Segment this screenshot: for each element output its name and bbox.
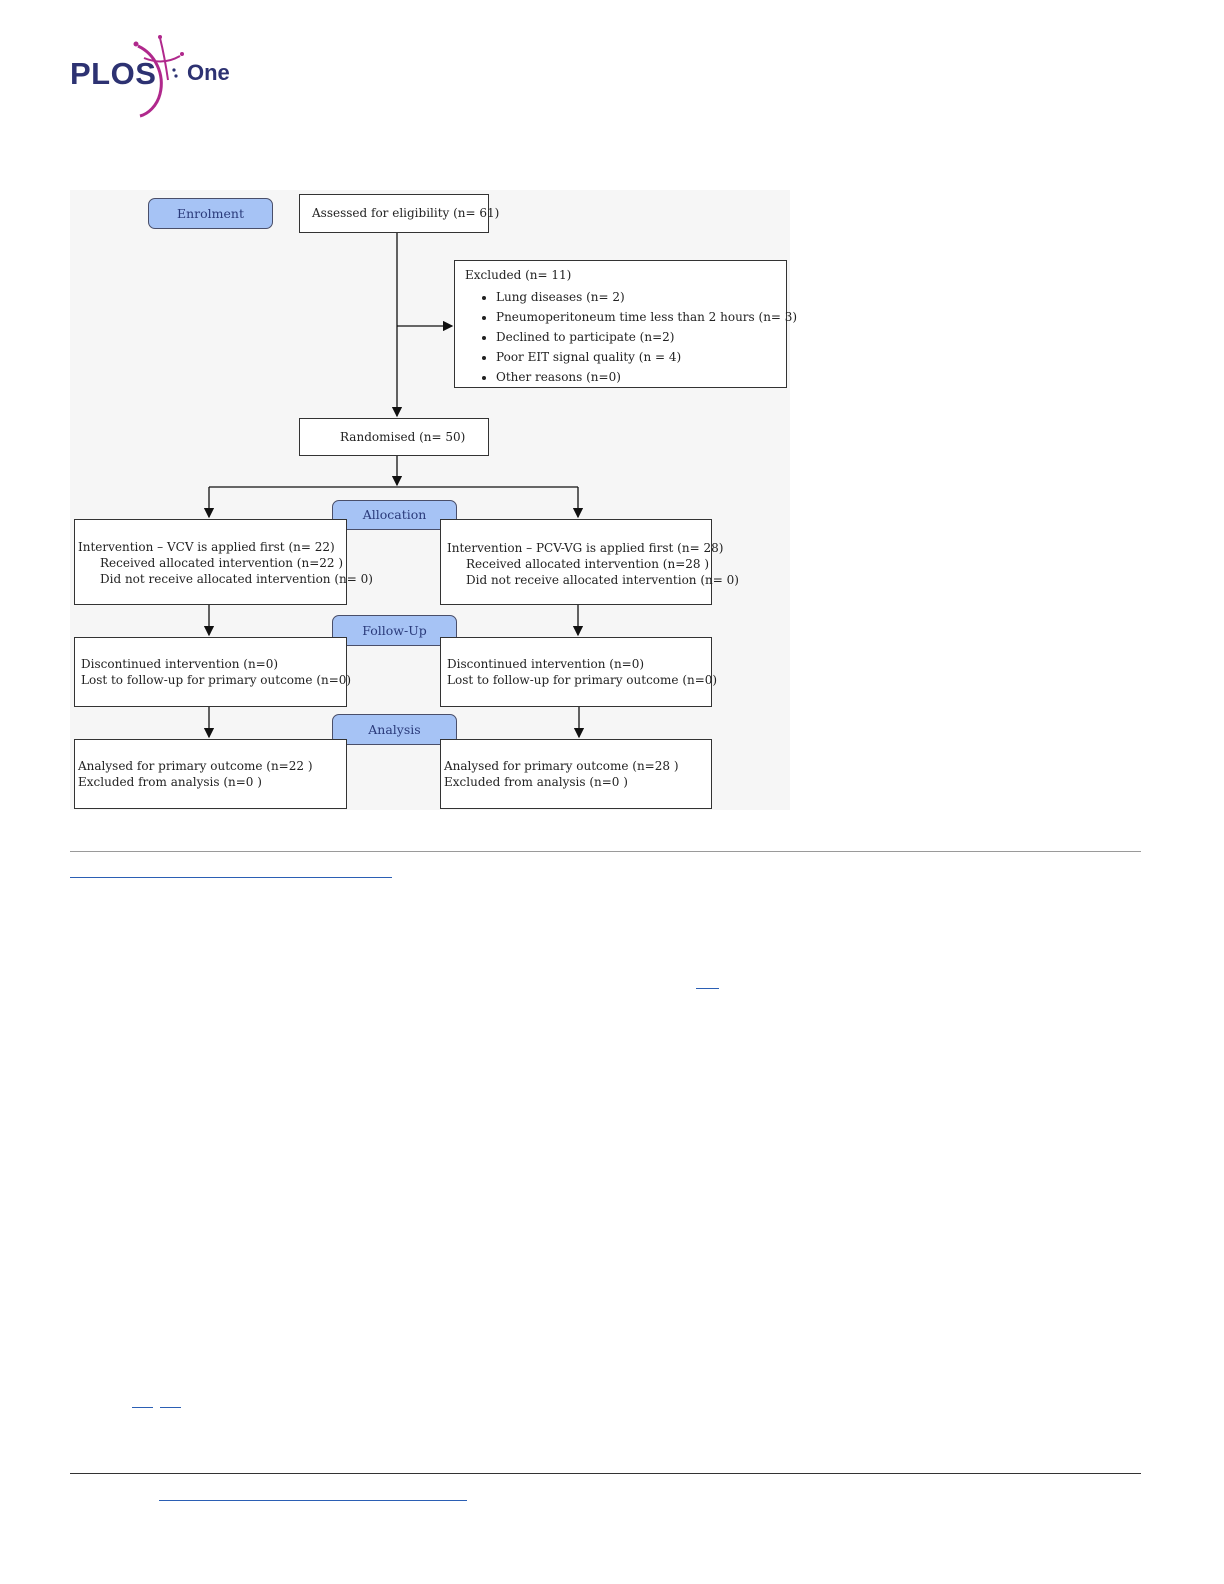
assessed-box: Assessed for eligibility (n= 61) [299, 194, 499, 233]
follow-up-left-line: Lost to follow-up for primary outcome (n… [81, 673, 352, 687]
stage-analysis: Analysis [332, 714, 457, 745]
allocation-right-line: Intervention – PCV-VG is applied first (… [447, 541, 724, 555]
randomised-text: Randomised (n= 50) [340, 430, 466, 444]
reference-link-underline[interactable] [132, 1407, 153, 1408]
excluded-reason: Declined to participate (n=2) [496, 327, 797, 347]
allocation-right-line: Did not receive allocated intervention (… [466, 573, 739, 587]
excluded-box: Excluded (n= 11) Lung diseases (n= 2) Pn… [454, 260, 797, 388]
stage-allocation-label: Allocation [362, 507, 427, 522]
excluded-reason: Other reasons (n=0) [496, 367, 797, 387]
assessed-text: Assessed for eligibility (n= 61) [312, 206, 500, 220]
stage-enrolment: Enrolment [148, 198, 273, 229]
stage-follow-up: Follow-Up [332, 615, 457, 646]
reference-link-underline[interactable] [696, 988, 719, 989]
excluded-reason: Lung diseases (n= 2) [496, 287, 797, 307]
figure-link-underline[interactable] [70, 877, 392, 878]
excluded-reasons-list: Lung diseases (n= 2) Pneumoperitoneum ti… [474, 287, 797, 387]
allocation-right-box: Intervention – PCV-VG is applied first (… [440, 519, 739, 605]
reference-link-underline[interactable] [160, 1407, 181, 1408]
excluded-reason: Poor EIT signal quality (n = 4) [496, 347, 797, 367]
caption-divider [70, 851, 1141, 852]
stage-enrolment-label: Enrolment [177, 206, 244, 221]
follow-up-right-box: Discontinued intervention (n=0) Lost to … [440, 637, 717, 707]
logo-wordmark: PLOS [70, 56, 157, 91]
randomised-box: Randomised (n= 50) [299, 418, 489, 456]
follow-up-right-line: Lost to follow-up for primary outcome (n… [447, 673, 718, 687]
logo-swirl-icon [133, 35, 184, 118]
allocation-left-box: Intervention – VCV is applied first (n= … [74, 519, 373, 605]
follow-up-left-line: Discontinued intervention (n=0) [81, 657, 279, 671]
logo-subtitle: One [187, 60, 230, 85]
allocation-left-line: Intervention – VCV is applied first (n= … [78, 540, 335, 554]
excluded-reason: Pneumoperitoneum time less than 2 hours … [496, 307, 797, 327]
allocation-left-line: Did not receive allocated intervention (… [100, 572, 373, 586]
footer-link-underline[interactable] [159, 1500, 467, 1501]
analysis-right-box: Analysed for primary outcome (n=28 ) Exc… [440, 739, 712, 809]
follow-up-right-line: Discontinued intervention (n=0) [447, 657, 645, 671]
analysis-left-line: Excluded from analysis (n=0 ) [78, 775, 262, 789]
follow-up-left-box: Discontinued intervention (n=0) Lost to … [74, 637, 351, 707]
analysis-left-line: Analysed for primary outcome (n=22 ) [78, 759, 313, 773]
consort-flow-diagram: Enrolment Assessed for eligibility (n= 6… [70, 190, 797, 810]
analysis-right-line: Analysed for primary outcome (n=28 ) [444, 759, 679, 773]
allocation-right-line: Received allocated intervention (n=28 ) [466, 557, 710, 571]
analysis-left-box: Analysed for primary outcome (n=22 ) Exc… [74, 739, 347, 809]
allocation-left-line: Received allocated intervention (n=22 ) [100, 556, 344, 570]
stage-follow-up-label: Follow-Up [362, 623, 427, 638]
stage-allocation: Allocation [332, 500, 457, 530]
footer-divider [70, 1473, 1141, 1474]
stage-analysis-label: Analysis [368, 722, 421, 737]
analysis-right-line: Excluded from analysis (n=0 ) [444, 775, 628, 789]
excluded-title: Excluded (n= 11) [465, 268, 572, 282]
flow-connectors [203, 233, 585, 739]
journal-logo: PLOS One [70, 34, 240, 118]
